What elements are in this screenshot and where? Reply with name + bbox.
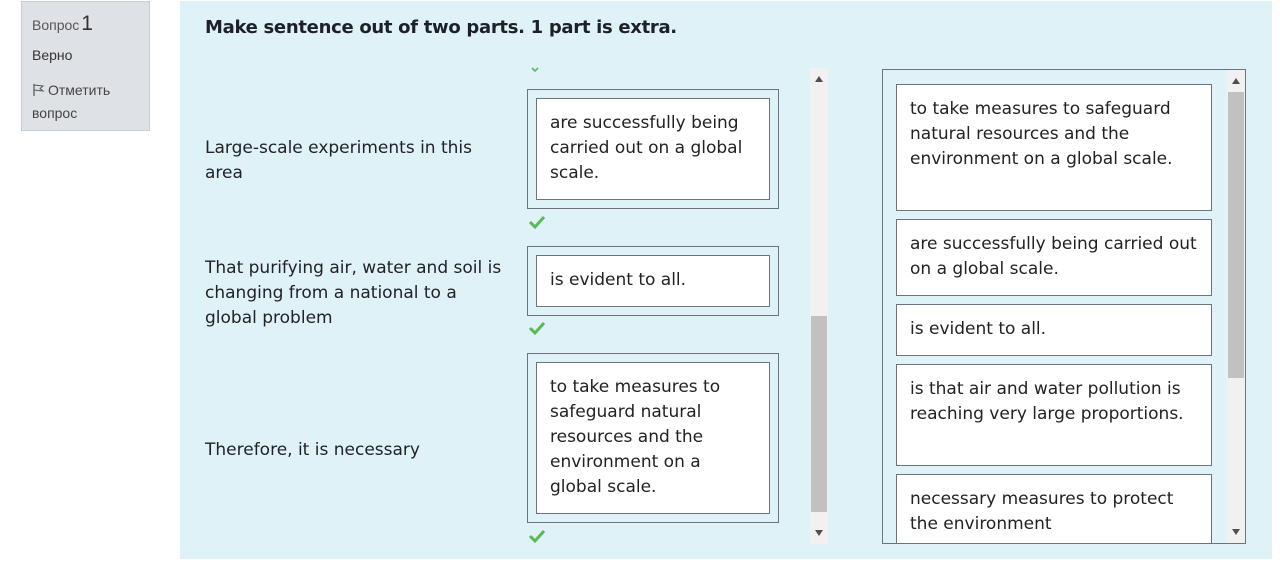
question-number-value: 1: [81, 12, 93, 35]
flag-question-label: Отметить вопрос: [32, 82, 111, 121]
scroll-down-arrow-icon[interactable]: [815, 530, 823, 536]
stem-2: That purifying air, water and soil is ch…: [205, 258, 502, 328]
placed-answer-1[interactable]: are successfully being carried out on a …: [536, 98, 770, 200]
choice-item-1[interactable]: to take measures to safeguard natural re…: [896, 84, 1212, 211]
question-text: Make sentence out of two parts. 1 part i…: [205, 17, 677, 38]
placed-answer-2[interactable]: is evident to all.: [536, 255, 770, 307]
question-state: Верно: [32, 47, 73, 63]
question-label: Вопрос: [32, 17, 80, 33]
drop-zone-3[interactable]: to take measures to safeguard natural re…: [527, 353, 779, 523]
question-info: Вопрос1 Верно Отметить вопрос: [21, 1, 150, 131]
check-icon: [528, 215, 546, 229]
drop-zone-1[interactable]: are successfully being carried out on a …: [527, 89, 779, 209]
choice-item-2[interactable]: are successfully being carried out on a …: [896, 219, 1212, 296]
scroll-up-arrow-icon[interactable]: [1232, 78, 1240, 84]
choice-item-3[interactable]: is evident to all.: [896, 304, 1212, 356]
chevron-down-icon: [531, 67, 539, 73]
scroll-up-arrow-icon[interactable]: [815, 76, 823, 82]
placed-answer-3[interactable]: to take measures to safeguard natural re…: [536, 362, 770, 514]
question-number: Вопрос1: [32, 12, 93, 36]
stem-1: Large-scale experiments in this area: [205, 138, 472, 183]
question-panel: Make sentence out of two parts. 1 part i…: [180, 1, 1272, 559]
scroll-down-arrow-icon[interactable]: [1232, 529, 1240, 535]
choice-item-5[interactable]: necessary measures to protect the enviro…: [896, 474, 1212, 543]
flag-question-link[interactable]: Отметить вопрос: [32, 79, 142, 125]
flag-icon: [33, 84, 45, 96]
check-icon: [528, 321, 546, 335]
choices-scrollbar-thumb[interactable]: [1228, 92, 1244, 378]
answers-scrollbar-thumb[interactable]: [811, 316, 827, 512]
choices-list: to take measures to safeguard natural re…: [882, 69, 1246, 544]
drop-zone-2[interactable]: is evident to all.: [527, 246, 779, 316]
check-icon: [528, 529, 546, 543]
stem-3: Therefore, it is necessary: [205, 440, 420, 460]
choices-scrollbar[interactable]: [1227, 70, 1245, 543]
choice-item-4[interactable]: is that air and water pollution is reach…: [896, 364, 1212, 466]
answers-scrollbar[interactable]: [810, 68, 828, 544]
